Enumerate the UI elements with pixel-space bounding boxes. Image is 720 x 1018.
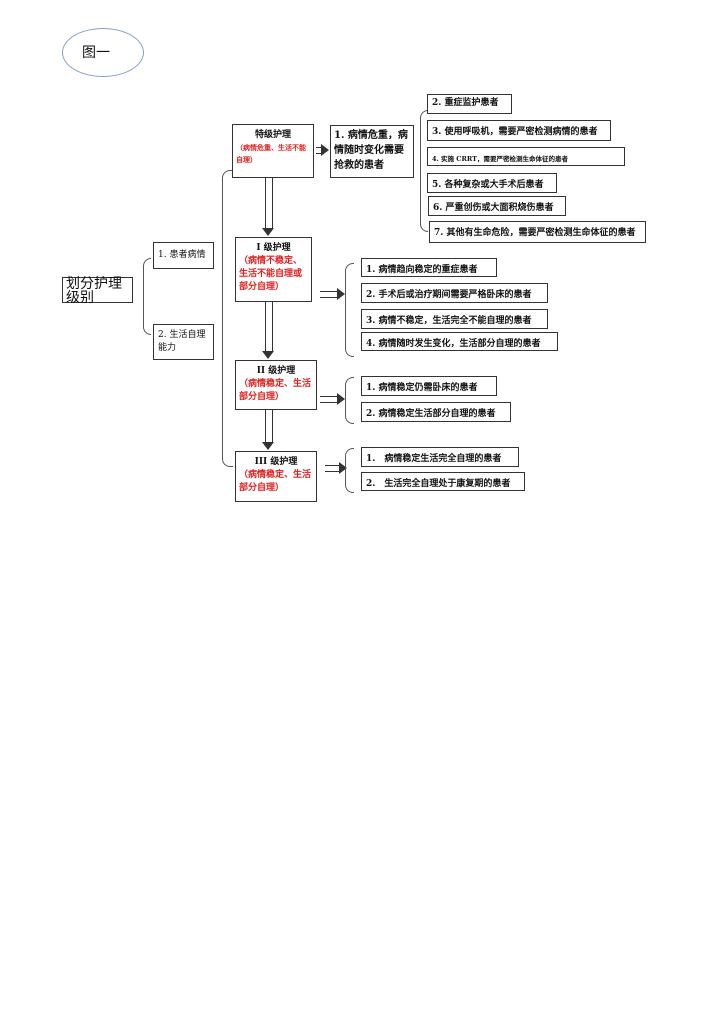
level3-bracket [345, 448, 354, 493]
level3-item: 2. 生活完全自理处于康复期的患者 [361, 472, 525, 491]
level-3: III 级护理 （病情稳定、生活部分自理） [235, 451, 317, 502]
level-special: 特级护理 （病情危重、生活不能自理） [232, 124, 314, 178]
level-condition: （病情危重、生活不能自理） [236, 143, 306, 164]
level-condition: （病情不稳定、生活不能自理或部分自理） [239, 256, 303, 292]
level-title: II 级护理 [256, 366, 296, 376]
level1-item: 2. 手术后或治疗期间需要严格卧床的患者 [361, 283, 548, 303]
criterion-condition: 1. 患者病情 [153, 242, 214, 269]
special-item: 4. 实施 CRRT，需要严密检测生命体征的患者 [427, 147, 625, 166]
down-arrow-icon [262, 178, 274, 236]
level-condition: （病情稳定、生活部分自理） [239, 470, 312, 493]
special-item: 6. 严重创伤或大面积烧伤患者 [428, 196, 566, 216]
level1-bracket [345, 263, 354, 357]
root-node [62, 277, 133, 303]
level1-item: 4. 病情随时发生变化，生活部分自理的患者 [361, 332, 558, 351]
right-arrow-icon [316, 144, 329, 156]
level1-item: 1. 病情趋向稳定的重症患者 [361, 258, 497, 277]
special-main-text: 1. 病情危重，病情随时变化需要抢救的患者 [334, 130, 408, 171]
down-arrow-icon [262, 302, 274, 359]
right-arrow-icon [325, 462, 347, 474]
level2-item: 2. 病情稳定生活部分自理的患者 [361, 402, 511, 422]
level1-item: 3. 病情不稳定，生活完全不能自理的患者 [361, 309, 548, 329]
level-title: I 级护理 [256, 243, 291, 253]
level3-item: 1. 病情稳定生活完全自理的患者 [361, 447, 519, 467]
criterion-self-care: 2. 生活自理能力 [153, 324, 214, 360]
root-bracket [143, 258, 151, 335]
figure-label-oval [62, 28, 144, 77]
level2-bracket [345, 377, 354, 424]
right-arrow-icon [320, 288, 345, 300]
special-main-box [330, 125, 414, 178]
right-arrow-icon [320, 393, 345, 405]
root-label: 划分护理级别 [66, 276, 122, 306]
down-arrow-icon [262, 410, 274, 450]
level-title: 特级护理 [254, 130, 291, 140]
levels-bracket [222, 170, 233, 467]
figure-label: 图一 [82, 45, 110, 61]
level-2: II 级护理 （病情稳定、生活部分自理） [235, 360, 317, 410]
special-item: 7. 其他有生命危险，需要严密检测生命体征的患者 [429, 221, 646, 243]
special-item: 3. 使用呼吸机，需要严密检测病情的患者 [427, 120, 611, 141]
level2-item: 1. 病情稳定仍需卧床的患者 [361, 376, 497, 396]
level-title: III 级护理 [254, 457, 298, 467]
special-item: 5. 各种复杂或大手术后患者 [427, 173, 557, 193]
level-condition: （病情稳定、生活部分自理） [239, 379, 312, 402]
level-1: I 级护理 （病情不稳定、生活不能自理或部分自理） [235, 237, 312, 302]
special-item: 2. 重症监护患者 [427, 94, 512, 114]
